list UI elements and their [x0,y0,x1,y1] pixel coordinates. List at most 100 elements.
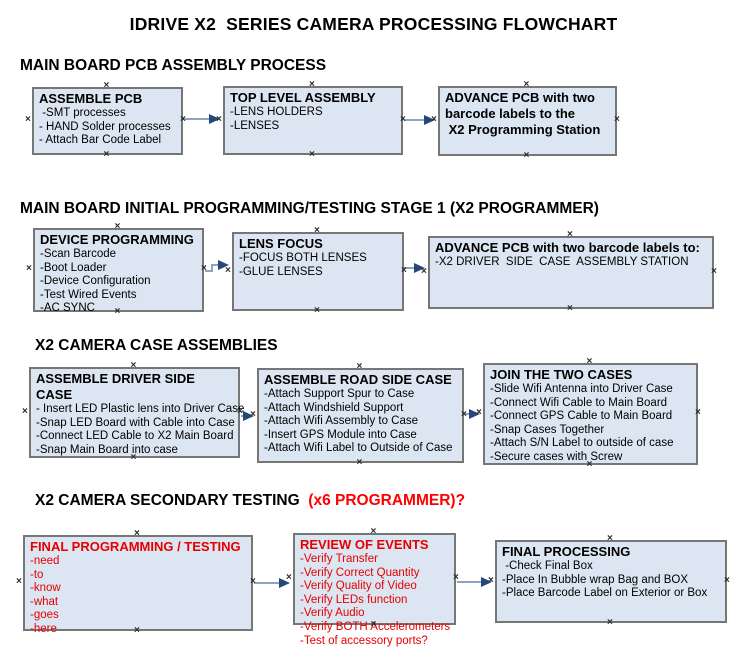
flow-box-line: -Test Wired Events [40,288,137,301]
connector-handle-icon: × [724,574,730,586]
flow-box-line: -Connect Wifi Cable to Main Board [490,396,668,409]
flow-box-line: -Snap Cases Together [490,423,605,436]
flow-box-line: -Boot Loader [40,261,107,274]
flow-box-line: -Test of accessory ports? [300,634,428,647]
flow-box: ADVANCE PCB with two barcode labels to:-… [421,230,717,314]
flow-box-title: TOP LEVEL ASSEMBLY [230,90,376,105]
flow-box-line: -Slide Wifi Antenna into Driver Case [490,383,673,395]
connector-handle-icon: × [607,533,613,544]
flow-box-line: -need [30,555,60,567]
connector-handle-icon: × [314,305,320,316]
connector-handle-icon: × [400,113,406,125]
flow-box-line: -Place Barcode Label on Exterior or Box [502,587,708,600]
flow-box: DEVICE PROGRAMMING-Scan Barcode-Boot Loa… [26,222,207,317]
section-heading: X2 CAMERA SECONDARY TESTING (x6 PROGRAMM… [35,492,465,510]
flow-box-title: REVIEW OF EVENTS [300,537,429,552]
flow-box-line: -Attach S/N Label to outside of case [490,437,674,450]
flow-box-title: ADVANCE PCB with two barcode labels to t… [445,90,601,137]
connector-handle-icon: × [180,114,186,125]
flow-box-line: -FOCUS BOTH LENSES [239,252,367,264]
connector-handle-icon: × [567,303,573,314]
connector-handle-icon: × [130,360,137,371]
connector-handle-icon: × [421,265,427,277]
flow-box-line: - HAND Solder processes [39,120,171,133]
flow-box-line: -Place In Bubble wrap Bag and BOX [502,573,689,586]
flow-arrow [205,260,229,272]
flow-box-line: -LENSES [230,119,280,132]
flow-box-line: -Snap Main Board into case [36,443,178,456]
connector-handle-icon: × [309,149,315,160]
flow-box: TOP LEVEL ASSEMBLY-LENS HOLDERS-LENSES × ×… [216,80,406,160]
connector-handle-icon: × [225,264,231,276]
flow-box-title: ASSEMBLE PCB [39,91,143,106]
connector-handle-icon: × [711,265,717,277]
connector-handle-icon: × [286,572,292,583]
flow-box-line: -LENS HOLDERS [230,106,323,118]
connector-handle-icon: × [453,572,459,583]
connector-handle-icon: × [201,263,207,274]
connector-handle-icon: × [216,113,222,125]
connector-handle-icon: × [586,356,593,367]
connector-handle-icon: × [567,229,573,240]
connector-handle-icon: × [523,150,530,161]
flow-box-line: -goes [30,609,59,622]
connector-handle-icon: × [488,574,494,586]
connector-handle-icon: × [314,225,320,236]
connector-handle-icon: × [103,80,110,91]
flow-box-line: -Connect LED Cable to X2 Main Board [36,430,234,443]
connector-handle-icon: × [523,79,530,90]
flow-box: FINAL PROGRAMMING / TESTING-need-to-know… [16,529,256,636]
flow-box-title: ASSEMBLE ROAD SIDE CASE [264,372,452,387]
flow-box-line: - Attach Bar Code Label [39,134,162,147]
flow-box: FINAL PROCESSING -Check Final Box-Place … [488,534,730,628]
flow-box-title: LENS FOCUS [239,236,323,251]
connector-handle-icon: × [356,457,363,468]
flow-box-title: FINAL PROCESSING [502,544,631,559]
flow-box-title: FINAL PROGRAMMING / TESTING [30,539,241,554]
section-heading: MAIN BOARD INITIAL PROGRAMMING/TESTING S… [20,200,599,218]
section-heading-text: X2 CAMERA SECONDARY TESTING [35,492,304,509]
flow-box-line: -Insert GPS Module into Case [264,428,417,441]
flow-box: ASSEMBLE DRIVER SIDE CASE- Insert LED Pl… [22,361,245,463]
flow-box-line: -Attach Wifi Label to Outside of Case [264,442,453,455]
flow-box-line: -Secure cases with Screw [490,450,623,463]
flow-box-line: -Snap LED Board with Cable into Case [36,416,235,429]
flow-box: REVIEW OF EVENTS-Verify Transfer -Verify … [286,527,459,647]
connector-handle-icon: × [309,79,315,90]
flow-box-line: -Verify Audio [300,607,365,620]
connector-handle-icon: × [250,408,256,420]
flow-box-line: -SMT processes [39,107,126,119]
connector-handle-icon: × [476,407,482,418]
connector-handle-icon: × [250,576,256,587]
connector-handle-icon: × [22,405,28,417]
flow-box-line: -Verify BOTH Accelerometers [300,620,451,633]
flow-box: ASSEMBLE PCB -SMT processes- HAND Solder… [25,81,186,160]
connector-handle-icon: × [370,526,377,537]
connector-handle-icon: × [695,407,701,418]
flow-box-line: -what [30,595,59,608]
connector-handle-icon: × [401,264,407,276]
flow-box-line: -Verify Quality of Video [300,580,417,593]
flow-box-line: - Insert LED Plastic lens into Driver Ca… [36,403,245,415]
connector-handle-icon: × [356,361,363,372]
connector-handle-icon: × [25,114,31,125]
flow-box-line: -Check Final Box [502,560,593,572]
flow-box-line: -here [30,622,57,635]
flow-box-line: -Verify Transfer [300,553,378,565]
flow-box: LENS FOCUS-FOCUS BOTH LENSES-GLUE LENSES… [225,226,407,316]
section-heading-text: MAIN BOARD INITIAL PROGRAMMING/TESTING S… [20,200,599,217]
flow-box-line: -to [30,568,44,581]
section-heading-text: MAIN BOARD PCB ASSEMBLY PROCESS [20,57,327,74]
connector-handle-icon: × [461,408,467,420]
flow-box-line: -Scan Barcode [40,248,117,260]
flow-box-line: -X2 DRIVER SIDE CASE ASSEMBLY STATION [435,256,689,268]
flow-box: ASSEMBLE ROAD SIDE CASE-Attach Support S… [250,362,467,468]
flow-box-line: -AC SYNC [40,302,95,315]
flow-box-line: -Attach Windshield Support [264,401,404,414]
connector-handle-icon: × [134,528,140,539]
connector-handle-icon: × [103,149,110,160]
flow-box-line: -Attach Wifi Assembly to Case [264,415,419,428]
section-heading-text: X2 CAMERA CASE ASSEMBLIES [35,337,278,354]
connector-handle-icon: × [614,114,620,125]
flow-box-line: -Connect GPS Cable to Main Board [490,410,673,423]
